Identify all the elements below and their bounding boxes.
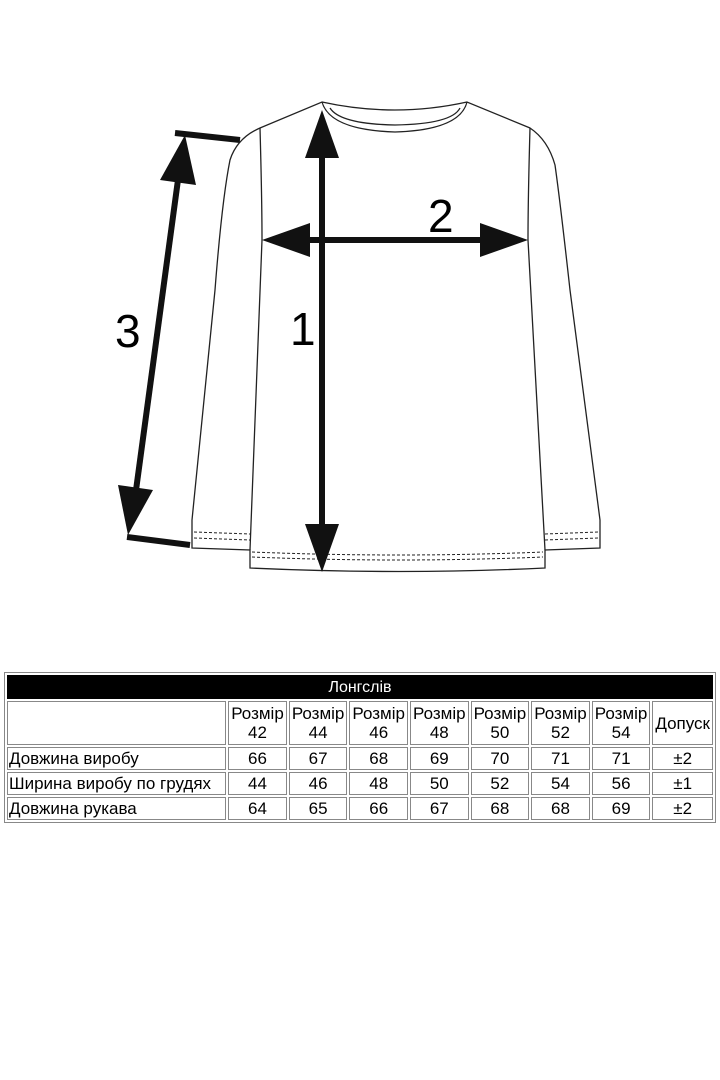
cell: 67 (288, 747, 348, 770)
measurement-arrows (118, 110, 528, 572)
cell: 70 (470, 747, 530, 770)
cell: 44 (228, 772, 287, 795)
row-label: Довжина виробу (7, 747, 227, 770)
table-title: Лонгслів (7, 675, 713, 699)
tolerance-cell: ±1 (652, 772, 713, 795)
empty-header-cell (7, 701, 227, 745)
table-row: Довжина рукава 64 65 66 67 68 68 69 ±2 (7, 797, 713, 820)
cell: 50 (410, 772, 469, 795)
cell: 64 (228, 797, 287, 820)
cell: 68 (531, 797, 590, 820)
cell: 46 (288, 772, 348, 795)
cell: 71 (591, 747, 651, 770)
cell: 68 (470, 797, 530, 820)
cell: 54 (531, 772, 590, 795)
cell: 66 (349, 797, 408, 820)
cell: 52 (470, 772, 530, 795)
cell: 69 (410, 747, 469, 770)
row-label: Довжина рукава (7, 797, 227, 820)
tolerance-cell: ±2 (652, 747, 713, 770)
cell: 67 (410, 797, 469, 820)
measurement-label-1: 1 (290, 303, 316, 355)
measurement-label-3: 3 (115, 305, 141, 357)
cell: 56 (591, 772, 651, 795)
cell: 48 (349, 772, 408, 795)
shirt-outline (191, 101, 601, 573)
row-label: Ширина виробу по грудях (7, 772, 227, 795)
cell: 65 (288, 797, 348, 820)
tolerance-cell: ±2 (652, 797, 713, 820)
cell: 66 (228, 747, 287, 770)
tolerance-header: Допуск (652, 701, 713, 745)
measurement-label-2: 2 (428, 190, 454, 242)
cell: 69 (591, 797, 651, 820)
table-row: Довжина виробу 66 67 68 69 70 71 71 ±2 (7, 747, 713, 770)
longsleeve-measurement-diagram: 1 2 3 (115, 101, 601, 573)
cell: 68 (349, 747, 408, 770)
cell: 71 (531, 747, 590, 770)
table-row: Ширина виробу по грудях 44 46 48 50 52 5… (7, 772, 713, 795)
